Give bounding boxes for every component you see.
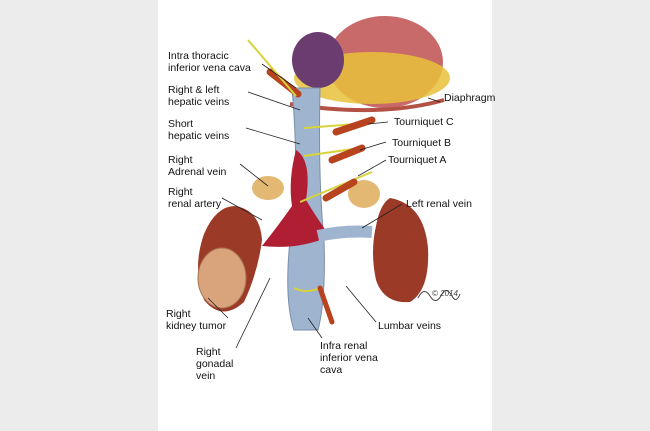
kidney-tumor-shape [197, 247, 247, 309]
tourniquet-c-mark [303, 116, 376, 136]
tourniquet-b-mark [303, 144, 366, 164]
label-hepatic-veins: Right & left hepatic veins [168, 84, 230, 108]
label-intra-thoracic-ivc: Intra thoracic inferior vena cava [168, 50, 251, 74]
leader-lines [207, 63, 441, 349]
tumor-thrombus-shape [262, 150, 330, 247]
tourniquet-a-mark [299, 171, 373, 203]
label-gonadal-vein: Right gonadal vein [196, 346, 234, 382]
upper-ivc-tourniquet-mark [247, 39, 302, 98]
label-left-renal-vein: Left renal vein [406, 198, 472, 210]
infra-renal-tourniquet-mark [293, 285, 335, 325]
artist-signature [417, 290, 461, 301]
left-renal-vein-shape [316, 225, 373, 242]
left-adrenal-shape [348, 180, 380, 208]
label-tourniquet-c: Tourniquet C [394, 116, 454, 128]
label-adrenal-vein: Right Adrenal vein [168, 154, 227, 178]
label-tourniquet-b: Tourniquet B [392, 137, 451, 149]
label-kidney-tumor: Right kidney tumor [166, 308, 227, 332]
copyright-credit: © 2014 [432, 289, 458, 298]
label-short-hepatic-veins: Short hepatic veins [168, 118, 230, 142]
right-atrium-shape [292, 32, 344, 88]
label-renal-artery: Right renal artery [168, 186, 222, 210]
left-kidney-shape [373, 198, 429, 303]
label-tourniquet-a: Tourniquet A [388, 154, 447, 166]
label-infra-renal-ivc: Infra renal inferior vena cava [320, 340, 378, 376]
label-diaphragm: Diaphragm [444, 92, 496, 104]
right-adrenal-shape [252, 176, 284, 200]
label-lumbar-veins: Lumbar veins [378, 320, 442, 332]
